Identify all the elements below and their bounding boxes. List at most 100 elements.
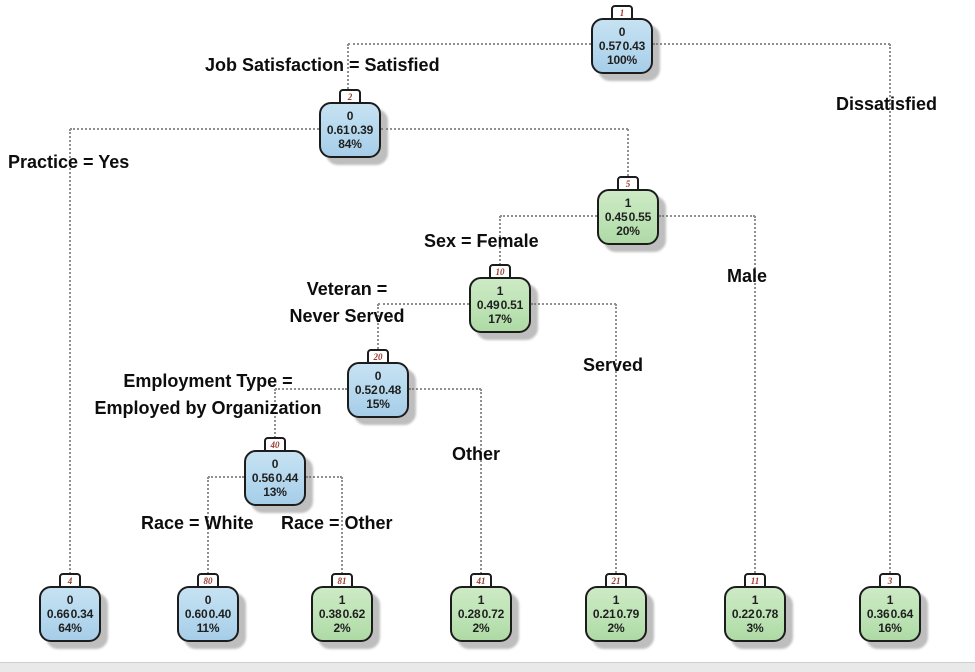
- split-label-other: Other: [452, 444, 501, 464]
- tree-node-40: 40 0 0.56 0.44 13%: [244, 437, 306, 506]
- split-label-race-white: Race = White: [141, 513, 254, 533]
- tree-node-21: 21 1 0.21 0.79 2%: [585, 573, 647, 642]
- tree-edge: [499, 216, 501, 276]
- node-box: 1 0.49 0.51 17%: [469, 277, 531, 333]
- node-class: 1: [624, 196, 632, 210]
- split-label-veteran: Veteran = Never Served: [283, 276, 411, 330]
- node-percent: 2%: [472, 621, 490, 635]
- node-percent: 16%: [878, 621, 902, 635]
- split-label-race-other: Race = Other: [281, 513, 393, 533]
- node-box: 0 0.52 0.48 15%: [347, 362, 409, 418]
- node-box: 0 0.60 0.40 11%: [177, 586, 239, 642]
- node-probs: 0.66 0.34: [46, 607, 94, 621]
- node-probs: 0.36 0.64: [866, 607, 914, 621]
- node-box: 0 0.61 0.39 84%: [319, 102, 381, 158]
- node-probs: 0.21 0.79: [592, 607, 640, 621]
- tree-edge: [348, 43, 591, 45]
- tree-edge: [381, 128, 628, 130]
- node-class: 1: [612, 593, 620, 607]
- tree-edge: [889, 44, 891, 585]
- node-class: 1: [338, 593, 346, 607]
- split-label-male: Male: [727, 266, 768, 286]
- split-label-dissatisfied: Dissatisfied: [836, 94, 938, 114]
- node-percent: 15%: [366, 397, 390, 411]
- tree-edge: [615, 304, 617, 585]
- tree-edge: [500, 215, 597, 217]
- split-label-served: Served: [583, 355, 644, 375]
- node-box: 1 0.45 0.55 20%: [597, 189, 659, 245]
- split-label-job-satisfaction: Job Satisfaction = Satisfied: [205, 55, 440, 75]
- tree-edge: [378, 303, 469, 305]
- node-class: 0: [374, 369, 382, 383]
- node-class: 0: [271, 457, 279, 471]
- bottom-scroll-strip: [0, 662, 975, 672]
- tree-node-10: 10 1 0.49 0.51 17%: [469, 264, 531, 333]
- node-probs: 0.60 0.40: [184, 607, 232, 621]
- tree-node-5: 5 1 0.45 0.55 20%: [597, 176, 659, 245]
- tree-edge: [659, 215, 755, 217]
- node-percent: 64%: [58, 621, 82, 635]
- node-probs: 0.49 0.51: [476, 298, 524, 312]
- tree-edge: [531, 303, 616, 305]
- tree-edge: [69, 129, 71, 585]
- node-probs: 0.28 0.72: [457, 607, 505, 621]
- tree-edge: [347, 44, 349, 101]
- tree-node-81: 81 1 0.38 0.62 2%: [311, 573, 373, 642]
- tree-node-11: 11 1 0.22 0.78 3%: [724, 573, 786, 642]
- node-probs: 0.45 0.55: [604, 210, 652, 224]
- node-percent: 2%: [333, 621, 351, 635]
- node-box: 1 0.36 0.64 16%: [859, 586, 921, 642]
- split-label-employment-line2: Employed by Organization: [94, 398, 322, 418]
- tree-edge: [208, 476, 244, 478]
- node-box: 1 0.28 0.72 2%: [450, 586, 512, 642]
- tree-edge: [627, 129, 629, 188]
- tree-edge: [754, 216, 756, 585]
- split-label-veteran-line2: Never Served: [289, 306, 405, 326]
- tree-edge: [70, 128, 319, 130]
- tree-edge: [409, 388, 481, 390]
- tree-edge: [653, 43, 890, 45]
- node-percent: 84%: [338, 137, 362, 151]
- node-probs: 0.61 0.39: [326, 123, 374, 137]
- node-percent: 17%: [488, 312, 512, 326]
- node-percent: 3%: [746, 621, 764, 635]
- tree-edge: [377, 304, 379, 361]
- tree-node-20: 20 0 0.52 0.48 15%: [347, 349, 409, 418]
- tree-node-3: 3 1 0.36 0.64 16%: [859, 573, 921, 642]
- node-probs: 0.56 0.44: [251, 471, 299, 485]
- node-percent: 11%: [196, 621, 220, 635]
- tree-edge: [341, 477, 343, 585]
- node-class: 0: [618, 25, 626, 39]
- tree-edge: [274, 389, 276, 449]
- node-percent: 20%: [616, 224, 640, 238]
- tree-node-41: 41 1 0.28 0.72 2%: [450, 573, 512, 642]
- node-probs: 0.57 0.43: [598, 39, 646, 53]
- node-box: 1 0.38 0.62 2%: [311, 586, 373, 642]
- node-box: 0 0.57 0.43 100%: [591, 18, 653, 74]
- split-label-practice: Practice = Yes: [8, 152, 130, 172]
- split-label-veteran-line1: Veteran =: [306, 279, 388, 299]
- node-class: 1: [477, 593, 485, 607]
- tree-edge: [207, 477, 209, 585]
- split-label-sex: Sex = Female: [424, 231, 539, 251]
- node-percent: 2%: [607, 621, 625, 635]
- tree-edge: [275, 388, 347, 390]
- node-box: 1 0.21 0.79 2%: [585, 586, 647, 642]
- tree-node-1: 1 0 0.57 0.43 100%: [591, 5, 653, 74]
- node-probs: 0.38 0.62: [318, 607, 366, 621]
- node-box: 0 0.56 0.44 13%: [244, 450, 306, 506]
- node-percent: 13%: [263, 485, 287, 499]
- node-box: 1 0.22 0.78 3%: [724, 586, 786, 642]
- tree-node-4: 4 0 0.66 0.34 64%: [39, 573, 101, 642]
- node-percent: 100%: [607, 53, 637, 67]
- split-label-employment-line1: Employment Type =: [123, 371, 293, 391]
- node-class: 1: [751, 593, 759, 607]
- node-probs: 0.52 0.48: [354, 383, 402, 397]
- tree-edge: [480, 389, 482, 585]
- tree-node-2: 2 0 0.61 0.39 84%: [319, 89, 381, 158]
- node-class: 1: [886, 593, 894, 607]
- node-class: 1: [496, 284, 504, 298]
- node-probs: 0.22 0.78: [731, 607, 779, 621]
- node-class: 0: [204, 593, 212, 607]
